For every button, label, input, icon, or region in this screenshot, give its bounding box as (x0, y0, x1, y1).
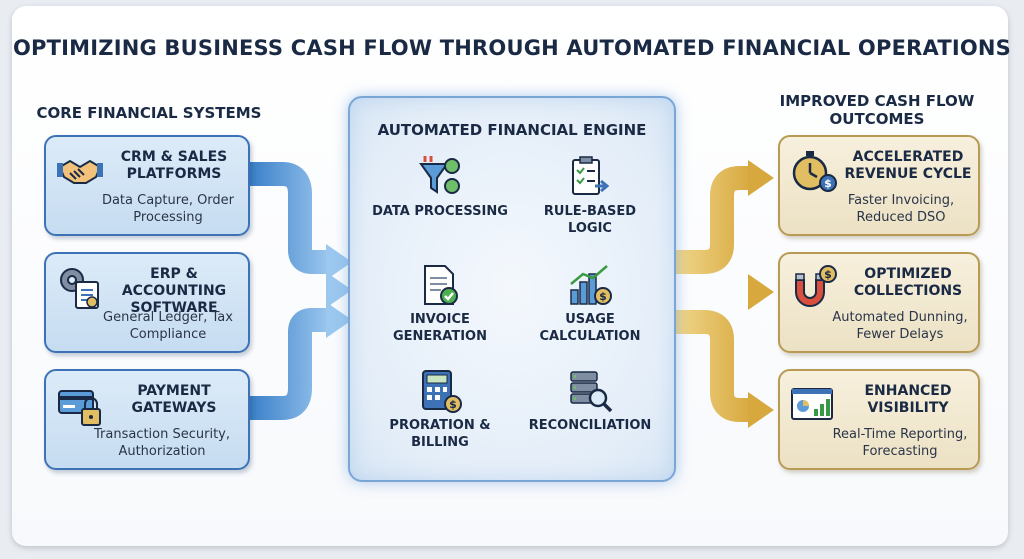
svg-text:$: $ (449, 398, 457, 411)
erp-accounting-box: ERP & ACCOUNTING SOFTWARE General Ledger… (44, 252, 250, 353)
enhanced-visibility-desc: Real-Time Reporting, Forecasting (832, 427, 968, 459)
engine-item-label: RECONCILIATION (528, 418, 652, 433)
input-arrow-erp (250, 272, 352, 308)
erp-accounting-title: ERP & ACCOUNTING SOFTWARE (121, 266, 227, 316)
payment-gateways-desc: Transaction Security, Authorization (93, 427, 231, 459)
crm-sales-box: CRM & SALES PLATFORMS Data Capture, Orde… (44, 135, 250, 236)
input-arrow-crm (250, 162, 352, 280)
calculator-coin-icon: $ (422, 370, 462, 413)
engine-item-rule-based: RULE-BASED LOGIC (520, 154, 660, 237)
enhanced-visibility-title: ENHANCED VISIBILITY (864, 383, 952, 416)
engine-item-data-processing: DATA PROCESSING (370, 154, 510, 220)
svg-text:$: $ (599, 290, 607, 303)
output-arrow-visibility (676, 310, 774, 428)
engine-item-reconciliation: RECONCILIATION (520, 368, 660, 434)
engine-item-usage: $ USAGE CALCULATION (520, 262, 660, 345)
bar-chart-coin-icon: $ (570, 265, 612, 305)
output-arrow-revenue (676, 160, 774, 274)
engine-item-label: DATA PROCESSING (372, 204, 508, 219)
optimized-collections-box: $ OPTIMIZED COLLECTIONS Automated Dunnin… (778, 252, 980, 353)
optimized-collections-title: OPTIMIZED COLLECTIONS (853, 266, 963, 299)
engine-item-label: RULE-BASED LOGIC (543, 204, 637, 236)
magnet-coin-icon: $ (795, 265, 837, 307)
optimized-collections-desc: Automated Dunning, Fewer Delays (832, 310, 968, 342)
crm-sales-desc: Data Capture, Order Processing (101, 193, 235, 225)
svg-text:$: $ (824, 268, 832, 281)
accelerated-revenue-desc: Faster Invoicing, Reduced DSO (847, 193, 955, 225)
engine-item-label: USAGE CALCULATION (539, 312, 641, 344)
input-arrow-payment (250, 302, 352, 420)
dashboard-chart-icon (791, 388, 833, 420)
accelerated-revenue-box: $ ACCELERATED REVENUE CYCLE Faster Invoi… (778, 135, 980, 236)
funnel-gears-icon (419, 156, 460, 194)
crm-sales-title: CRM & SALES PLATFORMS (120, 149, 228, 182)
invoice-check-icon (424, 265, 458, 305)
enhanced-visibility-box: ENHANCED VISIBILITY Real-Time Reporting,… (778, 369, 980, 470)
core-systems-heading: CORE FINANCIAL SYSTEMS (36, 104, 262, 122)
svg-text:$: $ (824, 177, 832, 190)
stopwatch-coin-icon: $ (792, 151, 837, 192)
financial-engine-panel: AUTOMATED FINANCIAL ENGINE DATA PROCESSI… (348, 96, 676, 482)
payment-gateways-box: PAYMENT GATEWAYS Transaction Security, A… (44, 369, 250, 470)
outcomes-heading: IMPROVED CASH FLOW OUTCOMES (779, 92, 975, 128)
output-arrow-collections (676, 274, 774, 310)
engine-item-invoice: INVOICE GENERATION (370, 262, 510, 345)
accelerated-revenue-title: ACCELERATED REVENUE CYCLE (844, 149, 972, 182)
payment-gateways-title: PAYMENT GATEWAYS (131, 383, 217, 416)
gear-document-icon (60, 268, 99, 309)
erp-accounting-desc: General Ledger, Tax Compliance (103, 310, 233, 342)
engine-item-proration: $ PRORATION & BILLING (370, 368, 510, 451)
diagram-title: OPTIMIZING BUSINESS CASH FLOW THROUGH AU… (12, 36, 1012, 60)
server-magnifier-icon (570, 371, 613, 413)
engine-item-label: PRORATION & BILLING (389, 418, 491, 450)
engine-heading: AUTOMATED FINANCIAL ENGINE (377, 121, 647, 139)
handshake-icon (57, 159, 103, 184)
checklist-arrow-icon (572, 156, 610, 195)
engine-item-label: INVOICE GENERATION (392, 312, 487, 344)
card-lock-icon (58, 390, 101, 426)
